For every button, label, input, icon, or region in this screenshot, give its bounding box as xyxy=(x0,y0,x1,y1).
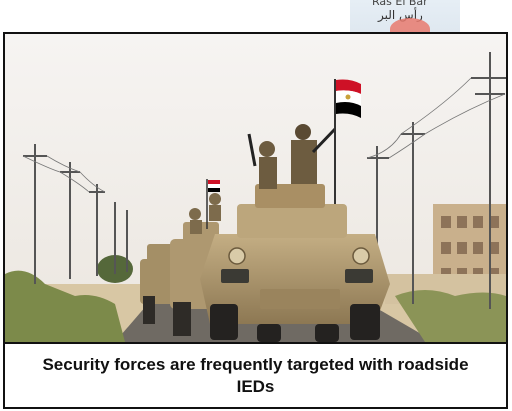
vegetation-left xyxy=(5,270,125,342)
map-fragment: Ras El Bar رأس البر xyxy=(350,0,460,32)
power-wires xyxy=(22,77,506,193)
soldiers-background xyxy=(189,193,221,234)
soldiers-lead xyxy=(247,124,337,189)
caption-text: Security forces are frequently targeted … xyxy=(42,354,469,396)
photo-frame: Security forces are frequently targeted … xyxy=(3,32,508,409)
news-photo xyxy=(5,34,506,342)
lead-armored-vehicle xyxy=(200,184,390,342)
vegetation-right xyxy=(395,290,506,342)
map-marker-blob xyxy=(390,18,430,32)
small-flag xyxy=(206,179,220,229)
photo-caption: Security forces are frequently targeted … xyxy=(5,342,506,407)
egypt-flag xyxy=(334,79,361,204)
map-place-label: Ras El Bar xyxy=(372,0,428,8)
